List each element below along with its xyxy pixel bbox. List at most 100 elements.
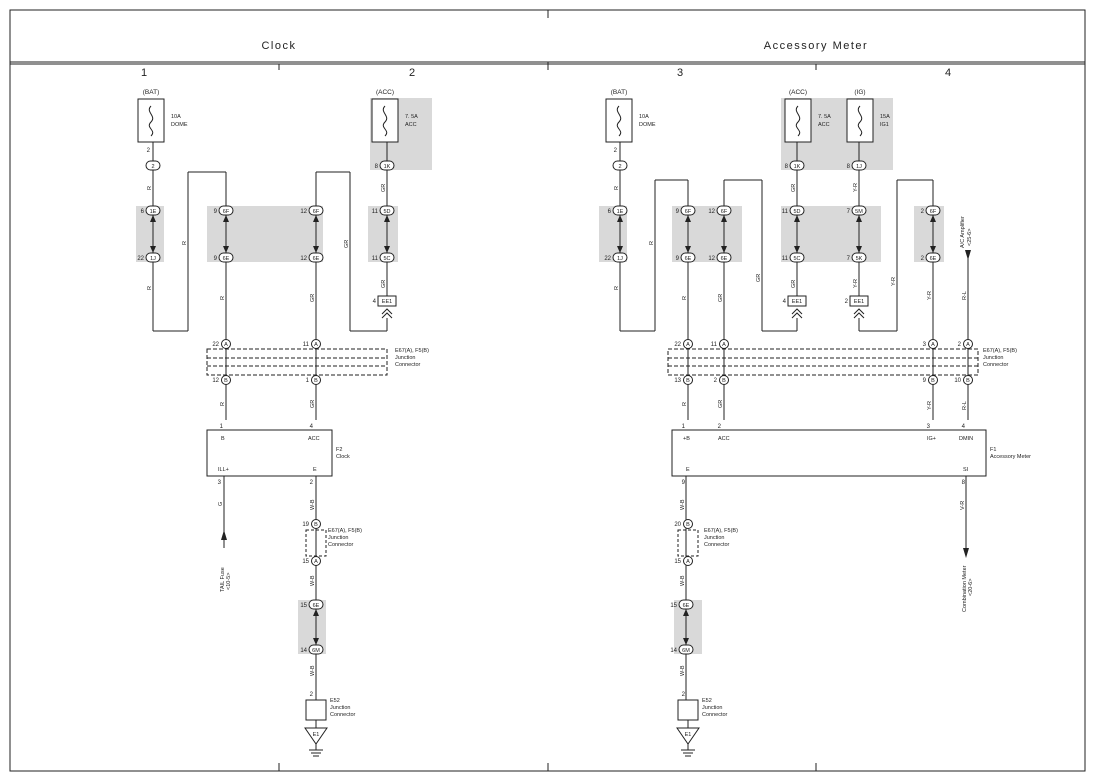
connector-label: B: [314, 378, 318, 384]
pin-number: 22: [137, 256, 144, 262]
pin-number: 20: [674, 522, 681, 528]
wire-color-label: R: [182, 241, 188, 245]
fuse-name: DOME: [171, 122, 188, 128]
wire-color-label: R: [682, 296, 688, 300]
pin-number: 14: [670, 648, 677, 654]
wire-color-label: GR: [718, 400, 724, 408]
wire-color-label: GR: [381, 280, 387, 288]
fuse-labels: (BAT) 10A DOME 2 2 (ACC) 7. 5A ACC 8 1K …: [143, 89, 890, 170]
pin-number: 15: [674, 559, 681, 565]
connector-label: A: [931, 342, 935, 348]
pin-number: 9: [676, 256, 680, 262]
pin-number: 8: [847, 164, 851, 170]
pin-number: 7: [847, 209, 851, 215]
connector-label: 6F: [685, 209, 692, 215]
wire-color-label: GR: [310, 400, 316, 408]
connector-label: 6F: [313, 209, 320, 215]
column-number-1: 1: [141, 67, 147, 79]
wire-color-label: R: [220, 296, 226, 300]
pin-number: 9: [923, 378, 927, 384]
pin-label: ACC: [308, 436, 320, 442]
component-name: Accessory Meter: [990, 454, 1031, 460]
pin-label: +B: [683, 436, 690, 442]
connector-label: B: [722, 378, 726, 384]
pin-label: SI: [963, 467, 969, 473]
pin-number: 2: [310, 480, 314, 486]
pin-number: 2: [310, 692, 314, 698]
wire-color-label: Y-R: [927, 291, 933, 300]
connector-label: 6E: [721, 256, 728, 262]
fuse-group-label: (BAT): [143, 89, 160, 96]
junction-line2: Connector: [328, 542, 354, 548]
junction-line2: Connector: [395, 362, 421, 368]
ground-junction-line1: Junction: [330, 705, 351, 711]
connector-label: 5D: [383, 209, 390, 215]
connector-label: A: [686, 342, 690, 348]
junction-line2: Connector: [983, 362, 1009, 368]
pin-number: 9: [214, 209, 218, 215]
wire-color-label: W-B: [310, 499, 316, 510]
pin-number: 22: [674, 342, 681, 348]
offpage-ref: <20-6>: [968, 579, 974, 596]
pin-label: E: [313, 467, 317, 473]
connector-label: A: [722, 342, 726, 348]
junction-labels: E67(A), F5(B) Junction Connector E67(A),…: [313, 348, 1017, 738]
pin-number: 11: [782, 209, 789, 215]
connector-label: B: [686, 522, 690, 528]
column-number-2: 2: [409, 67, 415, 79]
wire-colors: R R R R R GR GR GR GR GR G W-B W-B W-B R…: [147, 183, 968, 676]
pin-number: 6: [608, 209, 612, 215]
ground-junction-id: E52: [330, 698, 340, 704]
ground-junction-line2: Connector: [702, 712, 728, 718]
fuse-name: DOME: [639, 122, 656, 128]
pin-number: 8: [785, 164, 789, 170]
connector-label: A: [314, 342, 318, 348]
offpage-name: A/C Amplifier: [960, 216, 966, 248]
connector-label: 5C: [793, 256, 800, 262]
wire-color-label: R-L: [962, 291, 968, 300]
fuse-rating: 7. 5A: [405, 114, 418, 120]
connector-label: 5D: [793, 209, 800, 215]
pin-number: 8: [962, 480, 966, 486]
wire-color-label: R: [649, 241, 655, 245]
pin-number: 22: [212, 342, 219, 348]
pin-number: 6: [141, 209, 145, 215]
ground-junction-id: E52: [702, 698, 712, 704]
pin-number: 15: [300, 603, 307, 609]
pin-label: B: [221, 436, 225, 442]
pin-number: 9: [214, 256, 218, 262]
pin-number: 11: [372, 256, 379, 262]
ground-label: E1: [685, 732, 692, 738]
connector-label: B: [224, 378, 228, 384]
wire-color-label: W-B: [680, 499, 686, 510]
fuse-group-label: (ACC): [789, 89, 807, 96]
pin-label: ILL+: [218, 467, 229, 473]
pin-number: 4: [783, 299, 787, 305]
pin-number: 9: [682, 480, 686, 486]
junction-id: E67(A), F5(B): [395, 348, 429, 354]
pin-number: 9: [676, 209, 680, 215]
offpage-labels: TAIL Fuse <10-5> A/C Amplifier <25-6> Co…: [220, 216, 974, 612]
connector-label: 5C: [383, 256, 390, 262]
component-name: Clock: [336, 454, 350, 460]
shaded-areas: [136, 98, 944, 654]
connector-label: A: [224, 342, 228, 348]
connector-label: 6E: [930, 256, 937, 262]
pin-number: 2: [958, 342, 962, 348]
pin-number: 12: [212, 378, 219, 384]
section-title-clock: Clock: [261, 40, 296, 52]
wire-color-label: GR: [310, 294, 316, 302]
connector-label: B: [686, 378, 690, 384]
connector-label: 1K: [384, 164, 391, 170]
pin-label: ACC: [718, 436, 730, 442]
wire-color-label: W-B: [680, 575, 686, 586]
column-number-3: 3: [677, 67, 683, 79]
wire-color-label: Y-R: [891, 277, 897, 286]
wire-color-label: GR: [791, 184, 797, 192]
pin-number: 22: [604, 256, 611, 262]
offpage-name: TAIL Fuse: [220, 567, 226, 592]
connector-label: 6M: [682, 648, 690, 654]
wire-color-label: R: [147, 286, 153, 290]
pin-number: 15: [302, 559, 309, 565]
connector-label: EE1: [382, 299, 392, 305]
